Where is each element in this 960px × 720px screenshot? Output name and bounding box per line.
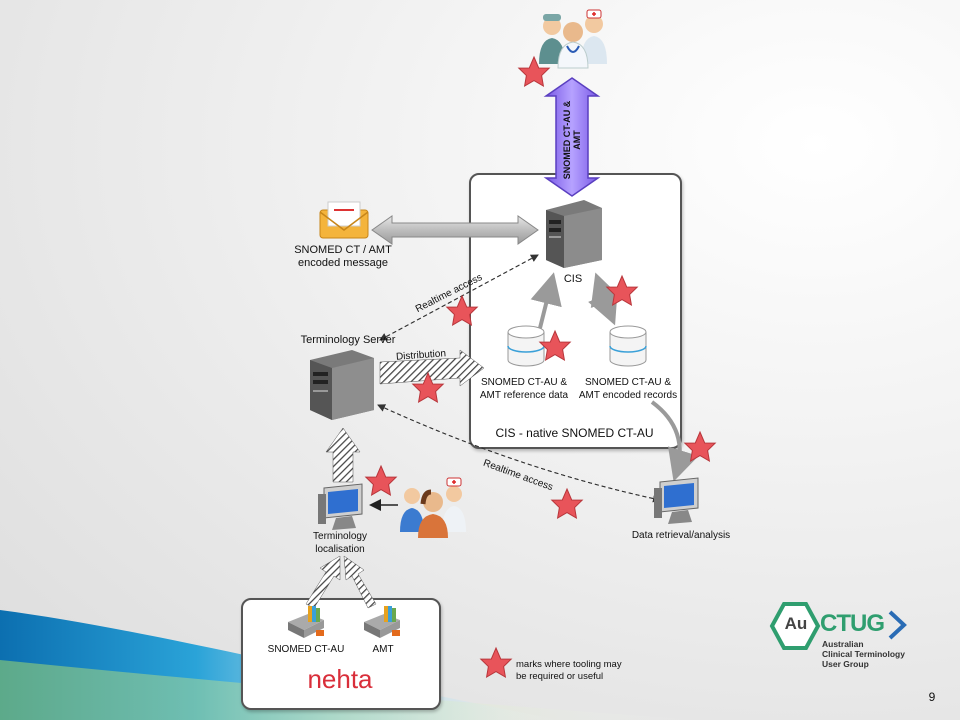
star-legend <box>480 647 512 678</box>
star-reference-data <box>539 330 571 361</box>
amt-source-books-icon <box>364 606 400 638</box>
localisation-computer-icon <box>318 483 363 530</box>
snomed-source-books-icon <box>288 606 324 638</box>
star-data-retrieval <box>684 431 716 462</box>
cis-label: CIS <box>563 273 583 285</box>
cis-box-title: CIS - native SNOMED CT-AU <box>495 426 654 440</box>
logo-line2: Clinical Terminology <box>822 649 905 659</box>
source-snomed-label: SNOMED CT-AU <box>267 644 345 655</box>
grey-double-arrow <box>371 215 539 245</box>
reference-data-database-icon <box>507 325 545 367</box>
logo-line1: Australian <box>822 639 864 649</box>
distribution-arrow <box>379 349 485 387</box>
clinicians-group-top-icon <box>539 9 607 69</box>
logo-chevron-icon <box>888 610 907 640</box>
star-distribution <box>412 372 444 403</box>
star-cis-records <box>606 275 638 306</box>
purple-double-arrow <box>543 77 601 197</box>
star-localisation <box>365 465 397 496</box>
envelope-icon <box>319 201 369 239</box>
source-amt-label: AMT <box>372 644 394 655</box>
data-retrieval-computer-icon <box>654 477 699 524</box>
localisation-to-server-arrow <box>325 427 361 483</box>
star-realtime-access-bottom <box>551 488 583 519</box>
star-clinicians-top <box>518 56 550 87</box>
clinicians-group-middle-icon <box>400 477 466 538</box>
source-box <box>241 598 441 710</box>
terminology-server-icon <box>310 350 374 420</box>
nehta-logo: nehta <box>307 664 373 694</box>
data-retrieval-label: Data retrieval/analysis <box>631 530 731 541</box>
reference-data-label: SNOMED CT-AU & AMT reference data <box>479 377 569 401</box>
localisation-label: Terminology localisation <box>313 531 367 555</box>
logo-au: Au <box>784 614 808 633</box>
auctug-hexagon-logo-icon <box>769 602 821 650</box>
records-to-retrieval-arrow <box>650 400 699 482</box>
terminology-server-label: Terminology Server <box>300 334 396 346</box>
star-realtime-access-top <box>446 295 478 326</box>
encoded-records-label: SNOMED CT-AU & AMT encoded records <box>578 377 678 401</box>
logo-line3: User Group <box>822 659 869 669</box>
source-to-localisation-arrows <box>305 555 377 609</box>
logo-ctug: CTUG <box>820 610 885 637</box>
cis-server-icon <box>546 200 602 268</box>
refdata-to-cis-arrow <box>530 272 562 329</box>
cis-box <box>469 173 682 449</box>
message-label: SNOMED CT / AMT encoded message <box>294 244 392 269</box>
page-number: 9 <box>928 690 936 704</box>
legend-text: marks where tooling may be required or u… <box>516 659 622 682</box>
encoded-records-database-icon <box>609 325 647 367</box>
